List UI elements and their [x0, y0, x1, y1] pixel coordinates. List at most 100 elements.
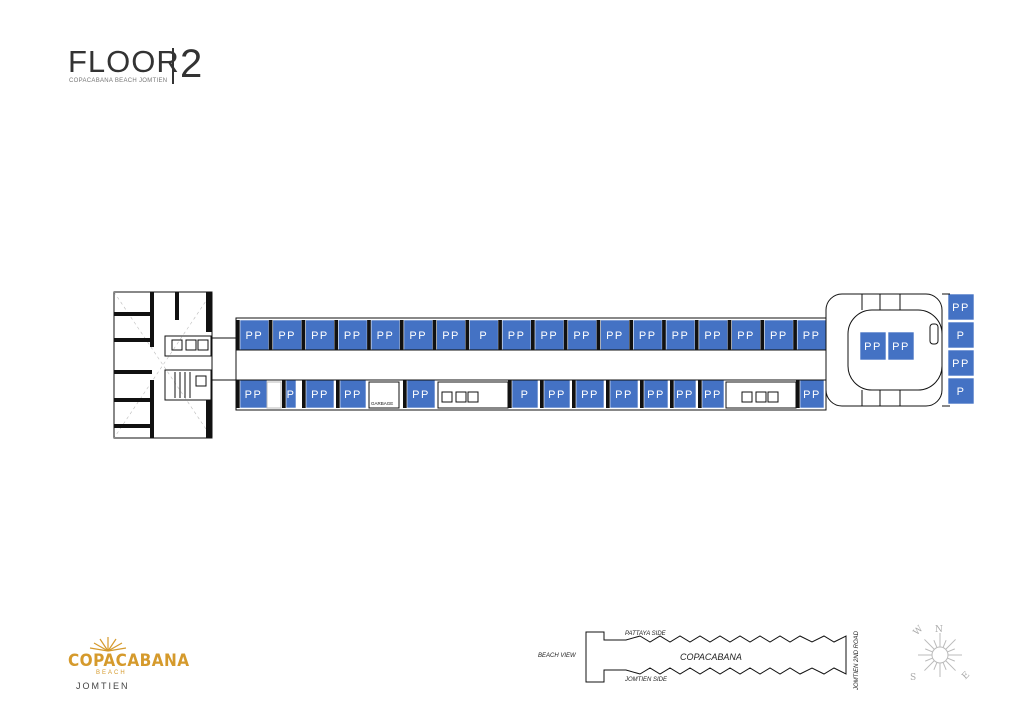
column-wall: [694, 320, 699, 350]
parking-stall-side: [947, 349, 975, 377]
compass-s: S: [910, 673, 917, 683]
parking-stall-bottom: [575, 379, 605, 409]
compass-ray: [933, 640, 938, 648]
parking-stall-bottom-label: P: [521, 389, 530, 401]
column-wall: [563, 320, 568, 350]
parking-stall-bottom-label: PP: [412, 389, 430, 401]
compass-ray: [924, 660, 935, 671]
parking-stall-side-label: PP: [952, 302, 970, 314]
column-wall: [282, 380, 286, 408]
parking-stall-top-label: P: [479, 330, 488, 342]
parking-stall-top: [469, 319, 499, 351]
parking-stall-bottom-label: PP: [311, 389, 329, 401]
key-plan-outline: [585, 631, 847, 683]
compass-rose: [918, 633, 962, 677]
column-wall: [760, 320, 765, 350]
title-divider: [172, 48, 174, 84]
parking-stall-top-label: PP: [508, 330, 526, 342]
key-pattaya-side: PATTAYA SIDE: [625, 631, 666, 637]
column-wall: [606, 380, 610, 408]
parking-stall-bottom: [339, 379, 367, 409]
compass-ray: [945, 639, 956, 650]
compass-ray: [942, 662, 947, 670]
parking-stall-top: [600, 319, 630, 351]
column-wall: [336, 380, 340, 408]
parking-stall-ramp: [859, 331, 887, 361]
parking-stall-bottom-label: PP: [581, 389, 599, 401]
compass-ray: [925, 657, 933, 662]
compass-ray: [933, 662, 938, 670]
parking-stall-top-label: PP: [573, 330, 591, 342]
ramp: [825, 293, 950, 407]
parking-stall-bottom-label: PP: [548, 389, 566, 401]
floor-number: 2: [180, 42, 203, 86]
parking-stall-bottom: [305, 379, 335, 409]
parking-stall-top-label: PP: [246, 330, 264, 342]
parking-stall-top-label: PP: [737, 330, 755, 342]
parking-stall-top-label: PP: [704, 330, 722, 342]
parking-stall-top: [436, 319, 466, 351]
parking-stall-side: [947, 321, 975, 349]
column-wall: [301, 320, 306, 350]
parking-stall-bottom: [543, 379, 571, 409]
key-jomtien-side: JOMTIEN SIDE: [625, 677, 668, 683]
parking-stall-bottom: [239, 379, 268, 409]
column-wall: [727, 320, 732, 350]
compass-ray: [947, 657, 955, 662]
parking-stall-bottom: [511, 379, 539, 409]
column-wall: [670, 380, 674, 408]
logo-beach: BEACH: [96, 670, 127, 676]
key-beach-view: BEACH VIEW: [538, 653, 576, 659]
column-wall: [399, 320, 404, 350]
column-wall: [403, 380, 407, 408]
column-wall: [236, 380, 240, 408]
parking-stall-bottom-label: P: [287, 389, 296, 401]
column-wall: [367, 320, 372, 350]
parking-stall-top-label: PP: [442, 330, 460, 342]
logo-jomtien: JOMTIEN: [76, 681, 130, 691]
parking-stall-top-label: PP: [278, 330, 296, 342]
column-wall: [793, 320, 798, 350]
compass-n: N: [935, 625, 943, 635]
floor-title: FLOOR: [68, 44, 180, 79]
parking-stall-top-label: PP: [409, 330, 427, 342]
column-wall: [268, 320, 273, 350]
column-wall: [572, 380, 576, 408]
parking-stall-ramp: [887, 331, 915, 361]
service-cores: [266, 381, 797, 409]
key-building-name: COPACABANA: [680, 652, 742, 662]
column-wall: [498, 320, 503, 350]
parking-stall-side-label: P: [957, 330, 966, 342]
parking-stall-top: [764, 319, 794, 351]
parking-stall-bottom-label: PP: [704, 389, 722, 401]
parking-stall-side-label: P: [957, 386, 966, 398]
parking-stall-side: [947, 377, 975, 405]
garbage-label: GARBAGE: [371, 401, 393, 406]
logo-wordmark: COPACABANA: [68, 651, 190, 671]
key-road-label: JOMTIEN 2ND ROAD: [854, 630, 860, 690]
column-wall: [432, 320, 437, 350]
parking-stall-top-label: PP: [672, 330, 690, 342]
parking-stall-ramp-label: PP: [864, 341, 882, 353]
parking-stall-top: [370, 319, 401, 351]
column-wall: [508, 380, 512, 408]
parking-stall-top-label: PP: [770, 330, 788, 342]
column-wall: [698, 380, 702, 408]
column-wall: [629, 320, 634, 350]
parking-stall-bottom-label: PP: [615, 389, 633, 401]
parking-stall-top-label: PP: [377, 330, 395, 342]
parking-stall-side: [947, 293, 975, 321]
left-tower-walls: [114, 292, 212, 438]
parking-stall-top: [239, 319, 270, 351]
parking-stall-side-label: PP: [952, 358, 970, 370]
logo-sunburst-icon: [89, 637, 127, 652]
parking-stall-top-label: PP: [344, 330, 362, 342]
parking-stall-top-label: PP: [606, 330, 624, 342]
parking-stall-top: [633, 319, 663, 351]
parking-stall-bottom-label: PP: [803, 389, 821, 401]
compass-ray: [942, 640, 947, 648]
parking-stall-bottom-label: PP: [245, 389, 263, 401]
project-subtitle: COPACABANA BEACH JOMTIEN: [69, 78, 168, 84]
compass-ray: [945, 660, 956, 671]
